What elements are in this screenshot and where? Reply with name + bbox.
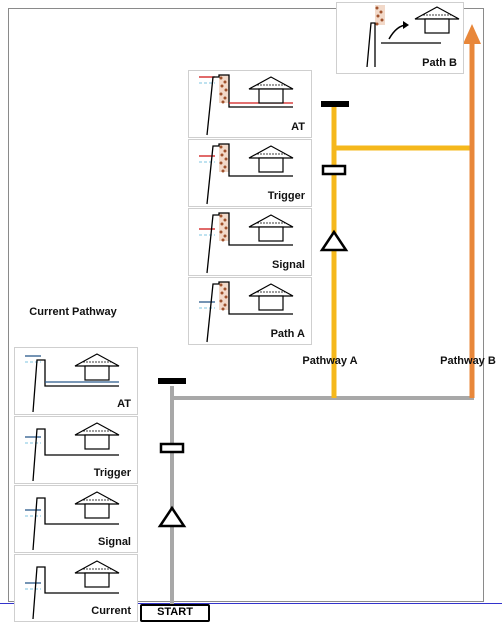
panel-sketch: [199, 212, 294, 274]
panel-label: Trigger: [93, 467, 131, 479]
bottom-rule: [0, 603, 502, 604]
panel-label: AT: [117, 398, 131, 410]
current-panel-3: Current: [14, 554, 138, 622]
pathway-a-label: Pathway A: [302, 355, 358, 367]
panel-label: Current: [91, 605, 131, 617]
trigger-box-icon: [159, 442, 185, 454]
pathway-a-panel-0: AT: [188, 70, 312, 138]
panel-sketch: [199, 143, 294, 205]
panel-sketch: [25, 422, 120, 482]
panel-label: Signal: [97, 536, 131, 548]
at-bar-icon: [321, 101, 349, 107]
pathway-b-label: Pathway B: [440, 355, 496, 367]
panel-sketch: [25, 560, 120, 620]
panel-sketch: [25, 491, 120, 551]
current-panel-2: Signal: [14, 485, 138, 553]
panel-label: Path A: [270, 328, 305, 340]
panel-sketch: [25, 353, 120, 413]
panel-sketch: [199, 281, 294, 343]
pathway-a-panel-2: Signal: [188, 208, 312, 276]
trigger-box-icon: [321, 164, 347, 176]
diagram-frame: [8, 8, 484, 602]
panel-sketch: [366, 5, 460, 68]
current-panel-0: AT: [14, 347, 138, 415]
current-pathway-heading: Current Pathway: [29, 306, 117, 318]
panel-label: Path B: [422, 57, 457, 69]
panel-label: Trigger: [267, 190, 305, 202]
current-panel-1: Trigger: [14, 416, 138, 484]
panel-label: Signal: [271, 259, 305, 271]
signal-triangle-icon: [319, 229, 349, 252]
start-box: START: [140, 604, 210, 622]
pathway-b-panel-0: Path B: [336, 2, 464, 74]
pathway-a-panel-3: Path A: [188, 277, 312, 345]
panel-label: AT: [291, 121, 305, 133]
signal-triangle-icon: [157, 505, 187, 528]
panel-sketch: [199, 74, 294, 136]
pathway-a-panel-1: Trigger: [188, 139, 312, 207]
at-bar-icon: [158, 378, 186, 384]
